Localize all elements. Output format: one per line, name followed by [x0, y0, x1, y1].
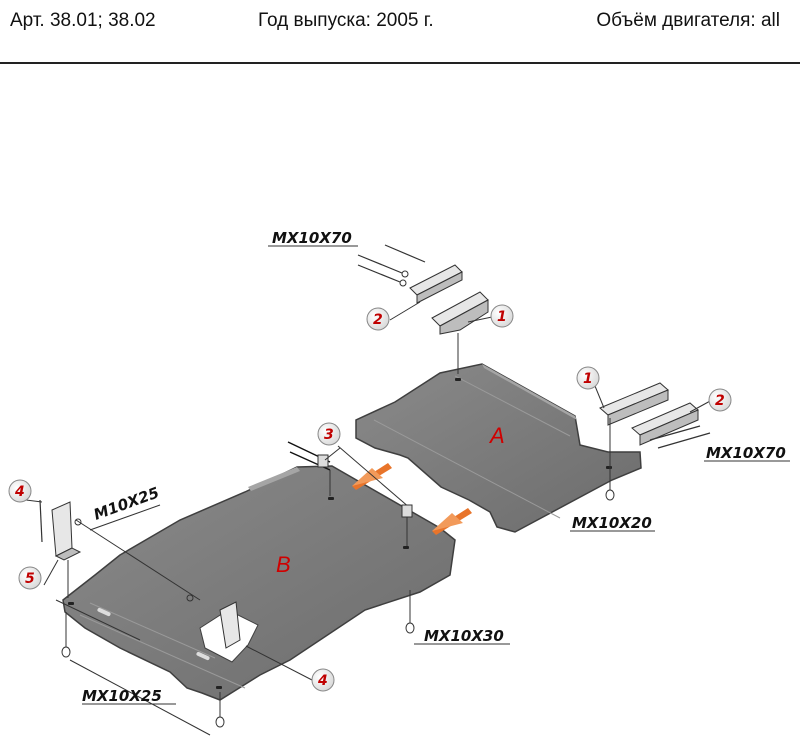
- center-bolts-label: MX10X30: [424, 627, 504, 645]
- callout-center-3: 3: [317, 422, 341, 446]
- slide-arrows: [352, 463, 472, 535]
- left-bolts-label: M10X25: [91, 484, 161, 524]
- callout-bottom-4-number: 4: [317, 673, 328, 689]
- center-clips: [287, 441, 415, 634]
- callout-top-2-number: 2: [373, 312, 383, 328]
- plate-b: [62, 465, 456, 701]
- plate-a-label: A: [488, 423, 505, 448]
- callout-left-5: 5: [18, 566, 42, 590]
- plate-a: [355, 363, 642, 533]
- callout-right-2: 2: [708, 388, 732, 412]
- article-number: Арт. 38.01; 38.02: [10, 10, 156, 31]
- header-bar: Арт. 38.01; 38.02 Год выпуска: 2005 г. О…: [0, 0, 800, 64]
- callout-top-1-number: 1: [497, 309, 507, 325]
- callout-right-2-number: 2: [715, 393, 725, 409]
- callout-bottom-4: 4: [311, 668, 335, 692]
- engine-volume: Объём двигателя: all: [596, 10, 780, 31]
- bottom-bolts: [61, 612, 225, 736]
- callout-right-1-number: 1: [583, 371, 593, 387]
- left-bracket-assembly: [39, 499, 241, 649]
- callout-right-1: 1: [576, 366, 600, 390]
- leader-lines: [25, 245, 790, 705]
- top-bracket-assembly: [357, 244, 489, 374]
- assembly-diagram: A B MX10X70 MX10X70 MX10X20 M10X25 MX10X…: [8, 229, 790, 736]
- callout-left-4-number: 4: [14, 484, 25, 500]
- right-bolts-label: MX10X70: [706, 444, 786, 462]
- callout-left-5-number: 5: [25, 571, 35, 587]
- callout-top-1: 1: [490, 304, 514, 328]
- right-bracket-assembly: [599, 382, 711, 501]
- callout-left-4: 4: [8, 479, 32, 503]
- plate-b-label: B: [276, 552, 291, 577]
- callout-center-3-number: 3: [324, 427, 334, 443]
- right-lower-bolts-label: MX10X20: [572, 514, 652, 532]
- top-bolts-label: MX10X70: [272, 229, 352, 247]
- release-year: Год выпуска: 2005 г.: [258, 10, 434, 31]
- callout-top-2: 2: [366, 307, 390, 331]
- bottom-bolts-label: MX10X25: [82, 687, 162, 705]
